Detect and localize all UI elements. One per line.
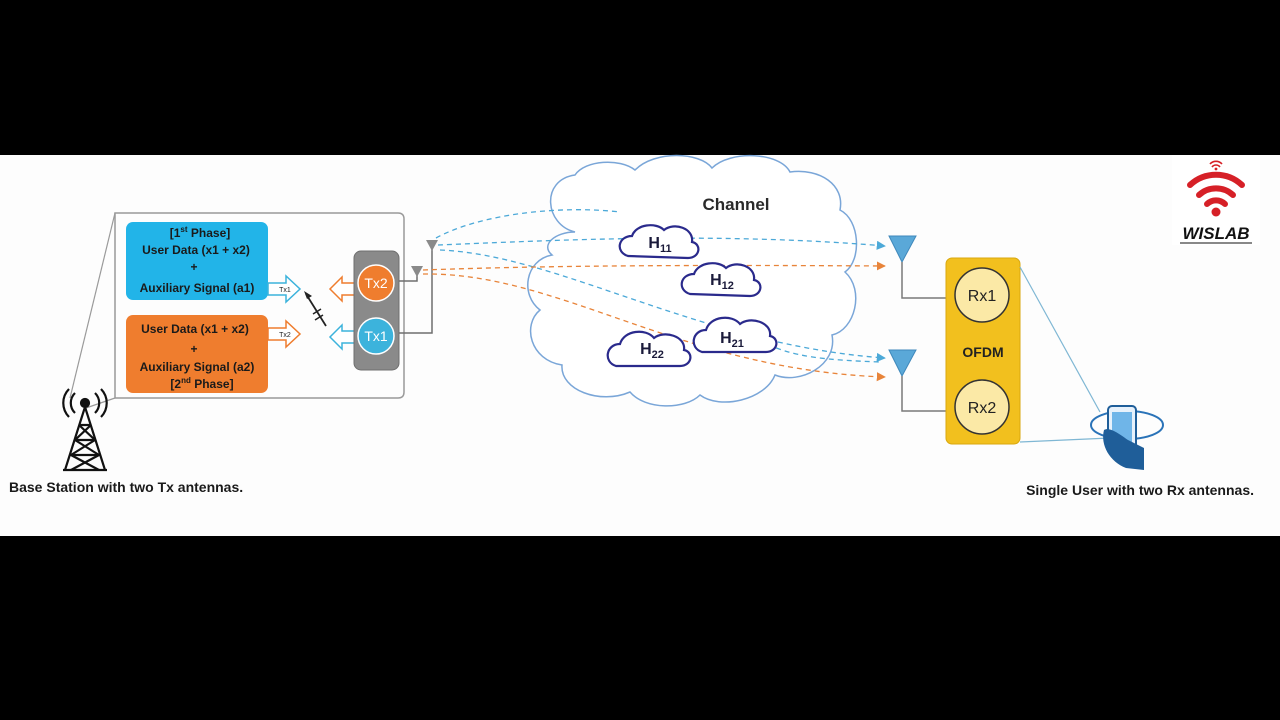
- rx-antennas: [888, 235, 948, 412]
- logo-text: WISLAB: [1182, 224, 1249, 243]
- phase1-line1-pre: [1: [170, 226, 181, 240]
- h11-cloud: H11: [618, 224, 700, 260]
- phase1-line1-post: Phase]: [188, 226, 231, 240]
- tx-panel: Tx2 Tx1: [353, 250, 400, 371]
- tx1-hollow-arrow: Tx1: [267, 274, 302, 304]
- phase1-plus: +: [190, 260, 197, 274]
- h12-base: H: [710, 272, 722, 289]
- base-station-enclosure: [69, 212, 405, 409]
- phase1-aux-signal: Auxiliary Signal (a1): [140, 281, 255, 295]
- channel-label: Channel: [702, 195, 769, 214]
- phase2-line3-post: Phase]: [191, 377, 234, 391]
- phase2-line3-sup: nd: [181, 376, 191, 385]
- tx1-circle: [357, 317, 395, 355]
- h22-sub: 22: [652, 349, 664, 361]
- tx2-label: Tx2: [364, 275, 388, 291]
- phase2-aux-signal: Auxiliary Signal (a2): [140, 360, 255, 374]
- h11-base: H: [648, 235, 660, 252]
- wifi-icon: WISLAB: [1180, 160, 1252, 244]
- user-caption: Single User with two Rx antennas.: [1026, 482, 1254, 498]
- svg-text:[1st Phase]: [1st Phase]: [170, 225, 230, 240]
- phase1-user-data: User Data (x1 + x2): [142, 243, 250, 257]
- tx1-arrow-label: Tx1: [279, 287, 291, 294]
- h21-base: H: [720, 330, 732, 347]
- svg-text:H22: H22: [640, 341, 664, 361]
- phase2-box: User Data (x1 + x2) + Auxiliary Signal (…: [126, 315, 268, 393]
- rx1-label: Rx1: [968, 288, 997, 305]
- wislab-logo: WISLAB: [1172, 155, 1260, 245]
- base-station-caption: Base Station with two Tx antennas.: [9, 479, 243, 495]
- tx2-input-arrow: [328, 275, 357, 303]
- tx2-arrow-label: Tx2: [279, 332, 291, 339]
- svg-text:[2nd Phase]: [2nd Phase]: [170, 376, 233, 391]
- phase2-line3-pre: [2: [170, 377, 181, 391]
- switch-icon: [304, 291, 327, 327]
- svg-text:H11: H11: [648, 235, 671, 255]
- tx1-input-arrow: [328, 323, 357, 351]
- h12-sub: 12: [722, 280, 734, 292]
- tx2-circle: [357, 264, 395, 302]
- rx2-circle: [954, 379, 1010, 435]
- h22-cloud: H22: [606, 330, 692, 368]
- phase2-plus: +: [190, 342, 197, 356]
- rx2-label: Rx2: [968, 400, 997, 417]
- ofdm-receiver: Rx1 OFDM Rx2: [945, 257, 1021, 445]
- ofdm-label: OFDM: [962, 344, 1003, 360]
- h21-sub: 21: [732, 338, 744, 350]
- phase1-line1-sup: st: [180, 225, 187, 234]
- h22-base: H: [640, 341, 652, 358]
- tx1-label: Tx1: [364, 328, 388, 344]
- user-perspective-lines: [1019, 266, 1111, 443]
- rx1-circle: [954, 267, 1010, 323]
- svg-text:H12: H12: [710, 272, 734, 292]
- h21-cloud: H21: [692, 316, 778, 354]
- tx2-hollow-arrow: Tx2: [267, 319, 302, 349]
- h11-sub: 11: [660, 243, 672, 255]
- phase2-user-data: User Data (x1 + x2): [141, 322, 249, 336]
- phone-icon: [1090, 405, 1164, 470]
- svg-text:H21: H21: [720, 330, 744, 350]
- h12-cloud: H12: [680, 262, 762, 298]
- cell-tower-icon: [62, 388, 108, 472]
- phase1-box: [1st Phase] User Data (x1 + x2) + Auxili…: [126, 222, 268, 300]
- tx-antennas: [399, 240, 438, 334]
